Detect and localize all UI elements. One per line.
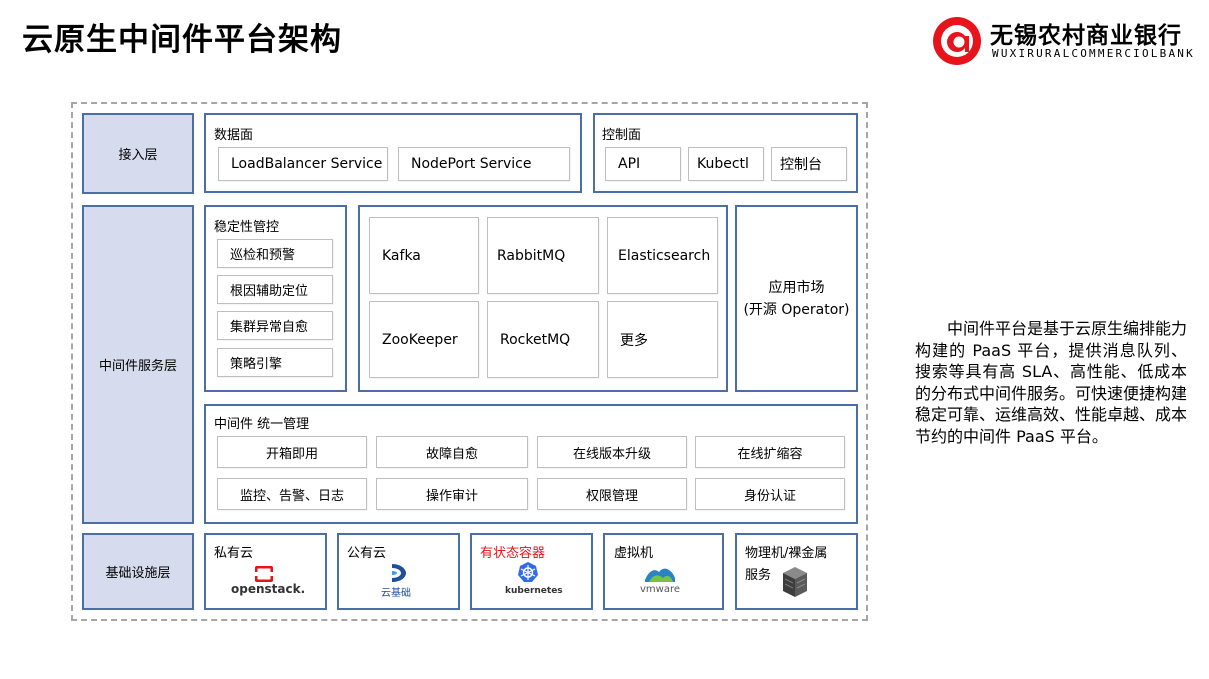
app-market-title: 应用市场 bbox=[768, 279, 825, 296]
mgmt-item: 在线版本升级 bbox=[537, 436, 687, 468]
infra-bare-metal-label: 物理机/裸金属 bbox=[745, 546, 828, 561]
infra-stateful-container-label: 有状态容器 bbox=[480, 546, 546, 561]
kubernetes-icon bbox=[518, 562, 538, 582]
kubernetes-logo-text: kubernetes bbox=[505, 586, 563, 596]
mgmt-item: 权限管理 bbox=[537, 478, 687, 510]
layer-infra: 基础设施层 bbox=[82, 533, 194, 610]
control-plane-label: 控制面 bbox=[602, 128, 642, 143]
app-market-box: 应用市场 (开源 Operator) bbox=[735, 205, 858, 392]
infra-bare-metal-label-2: 服务 bbox=[745, 568, 772, 583]
product-elasticsearch: Elasticsearch bbox=[607, 217, 718, 294]
cloud-base-logo-text: 云基础 bbox=[381, 588, 411, 599]
product-zookeeper: ZooKeeper bbox=[369, 301, 479, 378]
mgmt-item: 在线扩缩容 bbox=[695, 436, 845, 468]
stability-label: 稳定性管控 bbox=[214, 220, 280, 235]
control-console: 控制台 bbox=[771, 147, 847, 181]
architecture-frame bbox=[71, 102, 868, 621]
wrcb-logo-icon bbox=[933, 17, 981, 65]
app-market-subtitle: (开源 Operator) bbox=[743, 301, 850, 318]
vmware-icon bbox=[645, 568, 675, 582]
control-kubectl: Kubectl bbox=[688, 147, 764, 181]
product-rabbitmq: RabbitMQ bbox=[487, 217, 599, 294]
openstack-icon bbox=[255, 566, 273, 582]
stability-item: 策略引擎 bbox=[217, 348, 333, 377]
product-kafka: Kafka bbox=[369, 217, 479, 294]
infra-private-cloud-label: 私有云 bbox=[214, 546, 254, 561]
vmware-logo-text: vmware bbox=[640, 584, 681, 595]
unified-mgmt-label: 中间件 统一管理 bbox=[214, 417, 310, 432]
nodeport-service: NodePort Service bbox=[398, 147, 570, 181]
loadbalancer-service: LoadBalancer Service bbox=[218, 147, 388, 181]
stability-item: 根因辅助定位 bbox=[217, 275, 333, 304]
platform-description: 中间件平台是基于云原生编排能力构建的 PaaS 平台，提供消息队列、搜索等具有高… bbox=[915, 319, 1188, 446]
layer-access: 接入层 bbox=[82, 113, 194, 194]
bank-name-cn: 无锡农村商业银行 bbox=[990, 23, 1182, 49]
product-rocketmq: RocketMQ bbox=[487, 301, 599, 378]
stability-item: 巡检和预警 bbox=[217, 239, 333, 268]
bank-name-en: WUXIRURALCOMMERCIOLBANK bbox=[992, 47, 1195, 60]
page-title: 云原生中间件平台架构 bbox=[22, 22, 342, 58]
data-plane-label: 数据面 bbox=[214, 128, 254, 143]
server-icon bbox=[783, 567, 807, 597]
mgmt-item: 监控、告警、日志 bbox=[217, 478, 367, 510]
control-api: API bbox=[605, 147, 681, 181]
cloud-base-icon bbox=[392, 564, 406, 582]
mgmt-item: 操作审计 bbox=[376, 478, 528, 510]
infra-public-cloud-label: 公有云 bbox=[347, 546, 387, 561]
stability-item: 集群异常自愈 bbox=[217, 311, 333, 340]
infra-vm-label: 虚拟机 bbox=[614, 546, 654, 561]
mgmt-item: 开箱即用 bbox=[217, 436, 367, 468]
mgmt-item: 故障自愈 bbox=[376, 436, 528, 468]
product-more: 更多 bbox=[607, 301, 718, 378]
infra-private-cloud bbox=[204, 533, 327, 610]
openstack-logo-text: openstack. bbox=[231, 582, 306, 596]
layer-middleware: 中间件服务层 bbox=[82, 205, 194, 524]
mgmt-item: 身份认证 bbox=[695, 478, 845, 510]
